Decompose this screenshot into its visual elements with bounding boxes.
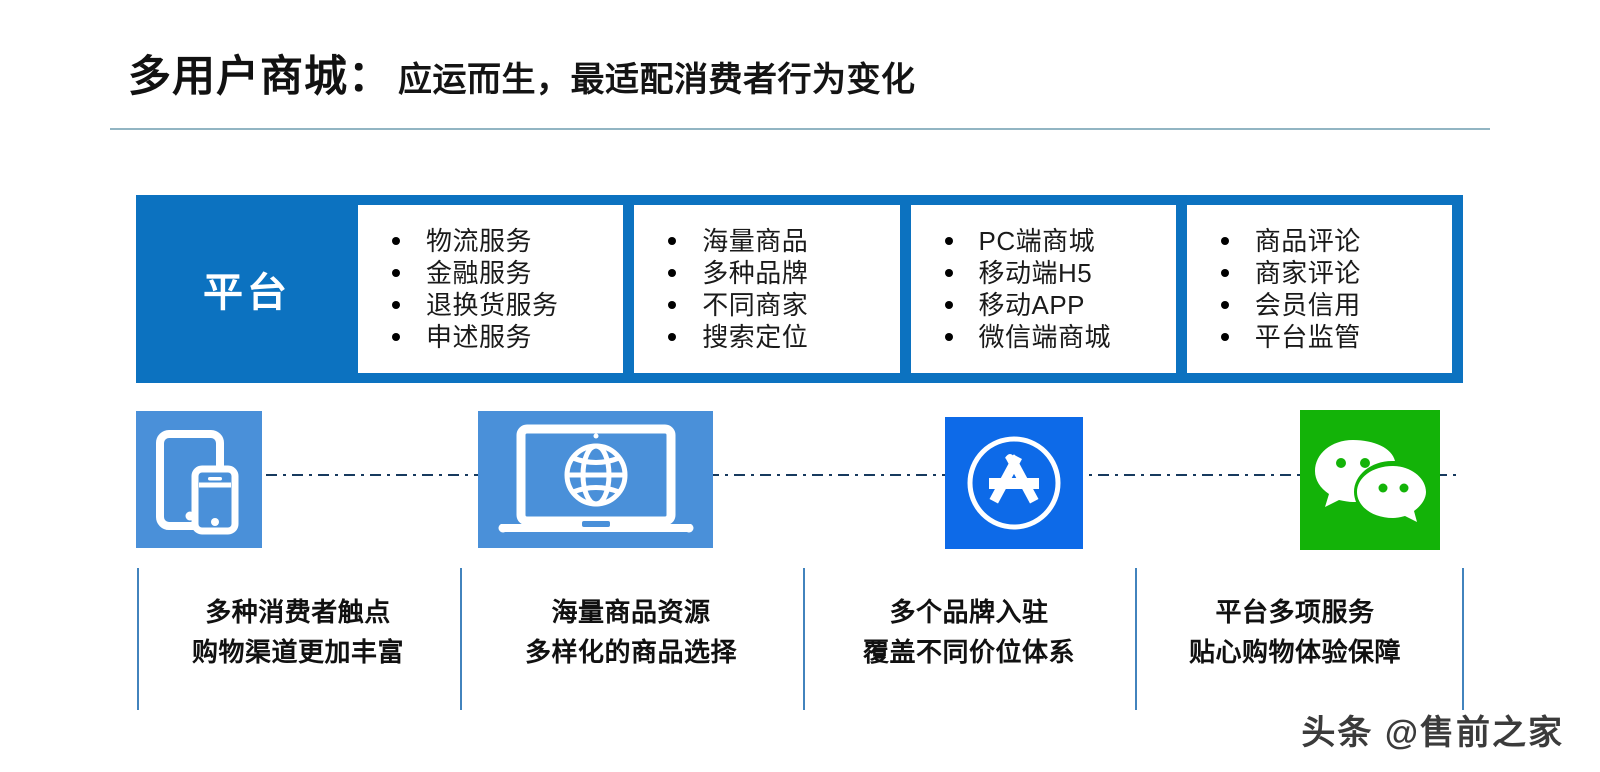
bullet-label: 申述服务 — [426, 322, 533, 352]
bullet-item: 申述服务 — [392, 321, 623, 353]
channel-caption-services: 平台多项服务 贴心购物体验保障 — [1135, 592, 1455, 673]
wechat-icon — [1300, 410, 1440, 550]
bullet-dot-icon — [668, 301, 677, 309]
page-title-subtitle: 应运而生，最适配消费者行为变化 — [398, 61, 916, 99]
bullet-dot-icon — [392, 269, 400, 277]
column-divider — [137, 568, 139, 710]
bullet-dot-icon — [668, 237, 677, 245]
bullet-dot-icon — [392, 301, 400, 309]
laptop-globe-icon — [478, 411, 713, 548]
channel-caption-brands: 多个品牌入驻 覆盖不同价位体系 — [809, 592, 1129, 673]
bullet-item: 微信端商城 — [944, 321, 1176, 353]
bullet-item: 退换货服务 — [392, 289, 623, 321]
bullet-label: 金融服务 — [426, 258, 533, 288]
page-title-main: 多用户商城： — [128, 53, 392, 101]
bullet-label: 多种品牌 — [702, 258, 809, 288]
caption-line-1: 多种消费者触点 — [205, 597, 391, 627]
bullet-dot-icon — [944, 333, 953, 341]
page-title: 多用户商城：应运而生，最适配消费者行为变化 — [128, 42, 916, 104]
bullet-item: 物流服务 — [392, 225, 623, 257]
bullet-dot-icon — [1220, 301, 1229, 309]
channel-caption-products: 海量商品资源 多样化的商品选择 — [471, 592, 791, 673]
bullet-dot-icon — [392, 333, 400, 341]
platform-label: 平台 — [203, 271, 291, 315]
app-store-icon — [945, 417, 1083, 549]
caption-line-1: 平台多项服务 — [1215, 597, 1375, 627]
bullet-dot-icon — [1220, 269, 1229, 277]
platform-column-services: 物流服务 金融服务 退换货服务 申述服务 — [358, 205, 624, 373]
bullet-label: 不同商家 — [702, 290, 809, 320]
bullet-label: PC端商城 — [978, 226, 1096, 256]
bullet-item: 多种品牌 — [668, 257, 899, 289]
bullet-item: 商品评论 — [1220, 225, 1452, 257]
bullet-label: 平台监管 — [1254, 322, 1361, 352]
bullet-item: 金融服务 — [392, 257, 623, 289]
column-divider — [1135, 568, 1137, 710]
bullet-label: 移动端H5 — [978, 258, 1093, 288]
bullet-dot-icon — [1220, 237, 1229, 245]
bullet-label: 搜索定位 — [702, 322, 809, 352]
bullet-label: 商家评论 — [1254, 258, 1361, 288]
bullet-item: PC端商城 — [944, 225, 1176, 257]
platform-capability-bar: 平台 物流服务 金融服务 退换货服务 申述服务 海量商品 — [136, 195, 1463, 383]
caption-line-2: 贴心购物体验保障 — [1188, 637, 1401, 668]
bullet-item: 不同商家 — [668, 289, 899, 321]
bullet-dot-icon — [1220, 333, 1229, 341]
bullet-item: 移动APP — [944, 289, 1176, 321]
column-divider — [460, 568, 462, 710]
bullet-label: 退换货服务 — [426, 290, 559, 320]
caption-line-1: 海量商品资源 — [551, 597, 711, 627]
platform-column-channels: PC端商城 移动端H5 移动APP 微信端商城 — [910, 205, 1176, 373]
bullet-item: 平台监管 — [1220, 321, 1452, 353]
platform-column-trust: 商品评论 商家评论 会员信用 平台监管 — [1186, 205, 1452, 373]
bullet-label: 微信端商城 — [978, 322, 1112, 352]
caption-line-2: 多样化的商品选择 — [524, 637, 737, 668]
bullet-label: 会员信用 — [1254, 290, 1361, 320]
caption-line-2: 购物渠道更加丰富 — [191, 637, 404, 668]
bullet-label: 物流服务 — [426, 226, 533, 256]
column-divider — [803, 568, 805, 710]
bullet-item: 移动端H5 — [944, 257, 1176, 289]
bullet-label: 移动APP — [978, 290, 1086, 320]
caption-line-2: 覆盖不同价位体系 — [862, 637, 1075, 668]
channel-caption-touchpoints: 多种消费者触点 购物渠道更加丰富 — [138, 592, 458, 673]
bullet-dot-icon — [944, 301, 953, 309]
bullet-dot-icon — [668, 333, 677, 341]
bullet-label: 商品评论 — [1254, 226, 1361, 256]
platform-column-products: 海量商品 多种品牌 不同商家 搜索定位 — [634, 205, 900, 373]
bullet-item: 搜索定位 — [668, 321, 899, 353]
tablet-phone-icon — [136, 411, 262, 548]
bullet-dot-icon — [944, 269, 953, 277]
bullet-dot-icon — [392, 237, 400, 245]
bullet-label: 海量商品 — [702, 226, 809, 256]
bullet-dot-icon — [668, 269, 677, 277]
caption-line-1: 多个品牌入驻 — [889, 597, 1049, 627]
bullet-item: 商家评论 — [1220, 257, 1452, 289]
bullet-item: 海量商品 — [668, 225, 899, 257]
title-underline-rule — [110, 128, 1490, 130]
watermark: 头条 @售前之家 — [1301, 714, 1564, 752]
column-divider — [1462, 568, 1464, 710]
bullet-dot-icon — [944, 237, 953, 245]
channel-connector-line — [136, 474, 1456, 476]
bullet-item: 会员信用 — [1220, 289, 1452, 321]
